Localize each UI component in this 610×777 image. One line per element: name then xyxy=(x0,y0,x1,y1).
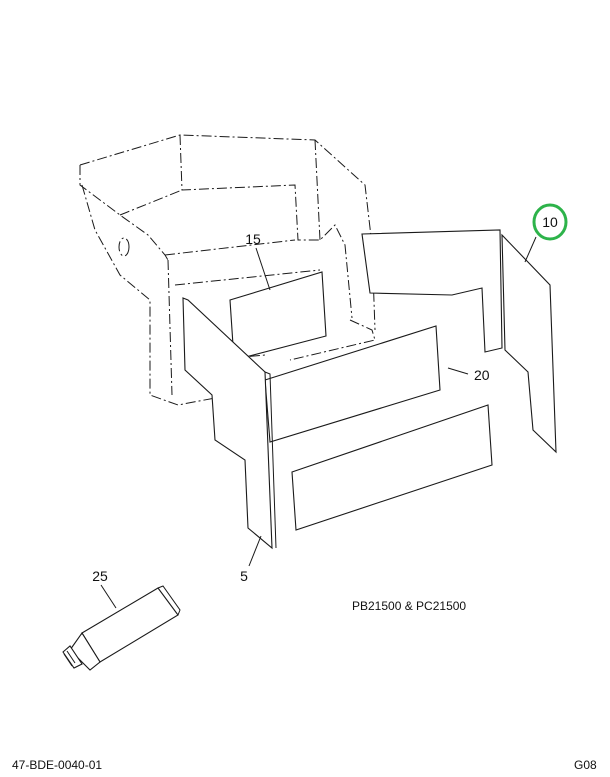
model-note: PB21500 & PC21500 xyxy=(352,599,467,613)
adhesive-tube-25 xyxy=(62,585,181,671)
panel-5 xyxy=(182,297,273,550)
panel-20 xyxy=(264,325,441,443)
callout-20: 20 xyxy=(474,367,490,383)
panel-lower xyxy=(291,404,493,531)
sheet-code: G08 xyxy=(574,758,597,772)
panel-15 xyxy=(229,271,327,361)
callout-5: 5 xyxy=(240,568,248,584)
callout-10-highlight xyxy=(532,203,568,241)
panel-10-back xyxy=(361,229,503,353)
callout-25: 25 xyxy=(92,568,108,584)
panel-5-edge xyxy=(264,371,277,549)
panel-10-side xyxy=(501,233,557,454)
leader-lines xyxy=(100,236,537,609)
callout-10: 10 xyxy=(542,214,558,230)
callout-15: 15 xyxy=(245,231,261,247)
part-number: 47-BDE-0040-01 xyxy=(12,758,103,772)
